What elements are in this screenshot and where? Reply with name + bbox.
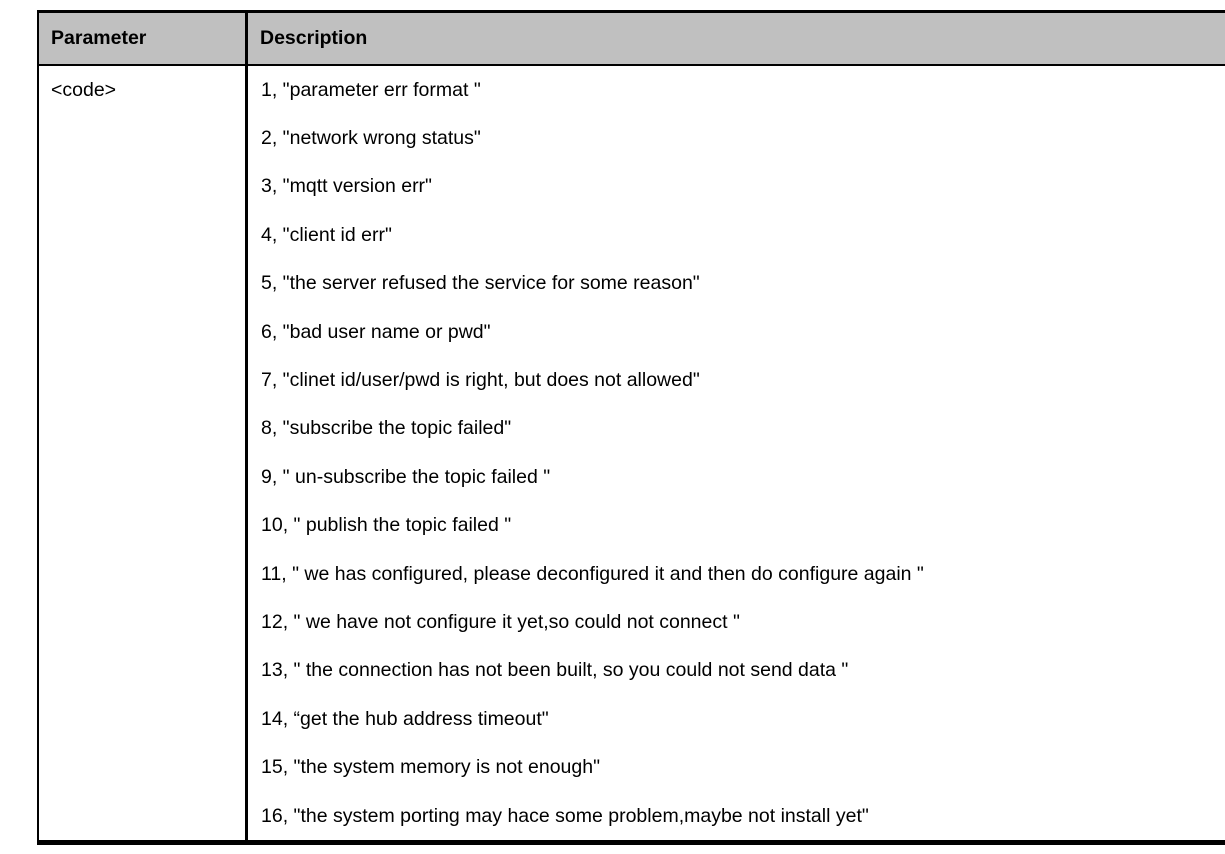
description-line: 1, "parameter err format " [261, 78, 481, 101]
description-line: 14, “get the hub address timeout" [261, 707, 549, 730]
description-line: 10, " publish the topic failed " [261, 514, 512, 537]
description-line: 8, "subscribe the topic failed" [261, 417, 512, 440]
table-row: <code> 1, "parameter err format " 2, "ne… [39, 66, 1225, 841]
description-line: 4, "client id err" [261, 223, 392, 246]
description-line: 3, "mqtt version err" [261, 175, 432, 198]
parameter-cell: <code> [39, 66, 248, 841]
description-line: 7, "clinet id/user/pwd is right, but doe… [261, 369, 700, 392]
table-header-row: Parameter Description [39, 13, 1225, 66]
description-line: 5, "the server refused the service for s… [261, 272, 700, 295]
description-line: 2, "network wrong status" [261, 127, 481, 150]
error-code-table: Parameter Description <code> 1, "paramet… [37, 10, 1225, 846]
description-line: 6, "bad user name or pwd" [261, 320, 491, 343]
description-line: 15, "the system memory is not enough" [261, 756, 601, 779]
description-line: 11, " we has configured, please deconfig… [261, 562, 924, 585]
description-line: 9, " un-subscribe the topic failed " [261, 465, 551, 488]
description-cell: 1, "parameter err format " 2, "network w… [248, 66, 1225, 840]
description-line: 16, "the system porting may hace some pr… [261, 804, 869, 827]
description-line: 13, " the connection has not been built,… [261, 659, 849, 682]
table-header-description: Description [260, 27, 368, 49]
description-line: 12, " we have not configure it yet,so co… [261, 610, 740, 633]
table-header-parameter: Parameter [39, 13, 248, 64]
parameter-value: <code> [51, 78, 117, 101]
